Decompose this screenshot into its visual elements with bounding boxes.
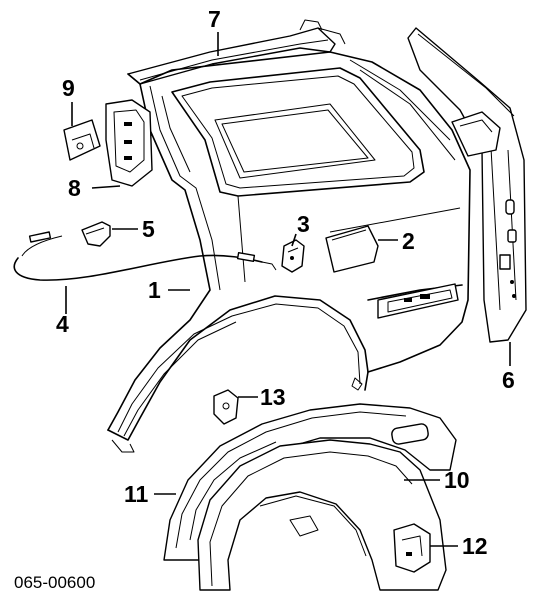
fuel-door-part bbox=[325, 225, 379, 273]
rear-pillar-part bbox=[407, 27, 527, 343]
callout-5: 5 bbox=[142, 216, 155, 242]
callout-3: 3 bbox=[297, 211, 310, 237]
wheelhouse-liner-part bbox=[197, 439, 447, 591]
callout-12: 12 bbox=[462, 533, 488, 559]
callout-9: 9 bbox=[62, 75, 75, 101]
callout-4: 4 bbox=[56, 311, 69, 337]
leader-lines bbox=[65, 32, 511, 547]
leader-8 bbox=[91, 185, 121, 189]
callout-13: 13 bbox=[260, 384, 286, 410]
opener-cable-part bbox=[13, 231, 277, 281]
lock-bracket-part bbox=[281, 239, 305, 273]
diagram-code: 065-00600 bbox=[14, 573, 95, 592]
callout-7: 7 bbox=[208, 6, 221, 32]
quarter-panel-part bbox=[107, 51, 471, 453]
callout-6: 6 bbox=[502, 367, 515, 393]
callout-11: 11 bbox=[124, 481, 149, 507]
side-bracket-part bbox=[105, 99, 153, 187]
callout-2: 2 bbox=[402, 228, 415, 254]
leader-3 bbox=[291, 233, 297, 247]
small-bracket-part bbox=[213, 389, 239, 425]
callouts: 7 9 8 5 3 2 1 4 6 13 10 11 12 bbox=[56, 6, 515, 559]
callout-1: 1 bbox=[148, 277, 161, 303]
callout-10: 10 bbox=[444, 467, 470, 493]
corner-bracket-part bbox=[393, 523, 431, 573]
callout-8: 8 bbox=[68, 175, 81, 201]
small-plate-part bbox=[63, 119, 101, 161]
cable-clip-part bbox=[81, 221, 111, 247]
